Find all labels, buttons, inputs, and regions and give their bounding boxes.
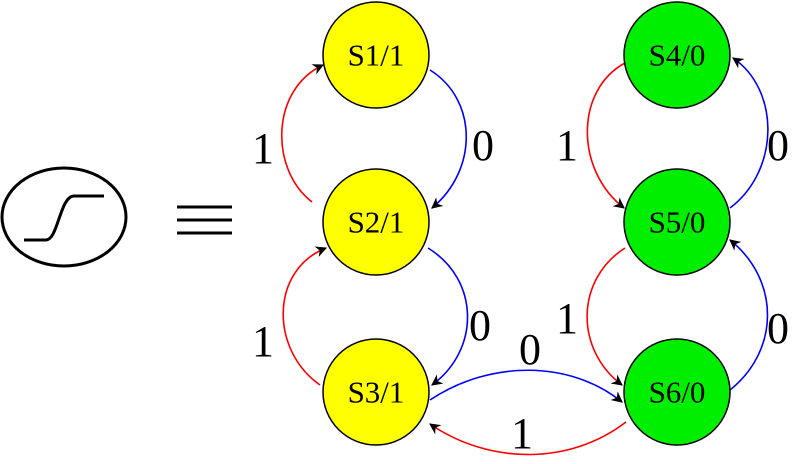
equivalence-sign — [177, 205, 232, 235]
edge-label-s1-s2: 0 — [472, 121, 494, 170]
edge-label-s3-s2: 1 — [252, 317, 274, 366]
state-s5: S5/0 — [623, 168, 731, 276]
edge-label-s3-s6: 0 — [519, 325, 541, 374]
state-s1: S1/1 — [322, 1, 430, 109]
states: S1/1 S2/1 S3/1 S4/0 S5/0 S6/0 — [322, 1, 731, 446]
edge-s2-to-s1 — [281, 64, 325, 203]
edge-s6-to-s3 — [429, 421, 627, 456]
state-label: S1/1 — [348, 38, 405, 73]
edge-s6-to-s5 — [729, 239, 769, 391]
edge-label-s6-s5: 0 — [767, 304, 789, 353]
state-s2: S2/1 — [322, 168, 430, 276]
edge-label-s5-s6: 1 — [556, 294, 578, 343]
edge-labels: 1 0 1 0 0 1 1 0 1 0 — [252, 121, 789, 458]
state-label: S3/1 — [348, 375, 405, 410]
edge-s3-to-s6 — [429, 369, 623, 403]
edge-label-s6-s3: 1 — [511, 409, 533, 458]
transitions — [281, 57, 769, 456]
state-s6: S6/0 — [623, 338, 731, 446]
state-label: S4/0 — [649, 38, 706, 73]
edge-s5-to-s6 — [586, 247, 626, 386]
state-label: S2/1 — [348, 205, 405, 240]
edge-s1-to-s2 — [429, 69, 468, 209]
state-s3: S3/1 — [322, 338, 430, 446]
state-label: S5/0 — [649, 205, 706, 240]
edge-label-s5-s4: 0 — [767, 121, 789, 170]
edge-s2-to-s3 — [427, 247, 469, 386]
edge-label-s2-s1: 1 — [252, 124, 274, 173]
sigmoid-icon — [0, 166, 128, 268]
edge-s5-to-s4 — [729, 57, 769, 209]
edge-s4-to-s5 — [586, 62, 626, 209]
edge-label-s4-s5: 1 — [556, 121, 578, 170]
edge-s3-to-s2 — [282, 246, 328, 386]
state-label: S6/0 — [649, 375, 706, 410]
edge-label-s2-s3: 0 — [469, 301, 491, 350]
state-s4: S4/0 — [623, 1, 731, 109]
